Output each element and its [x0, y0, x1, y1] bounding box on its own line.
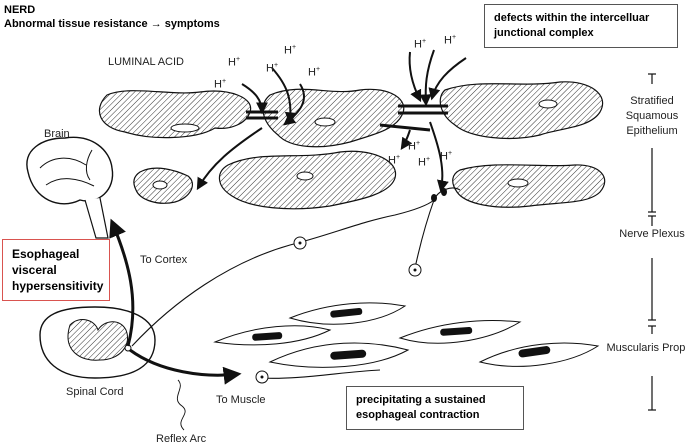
epithelial-cell: [262, 88, 405, 148]
afferent-to-cortex: [109, 218, 135, 347]
epithelial-cells: [98, 81, 606, 210]
hydrogen-ion: H+: [284, 44, 297, 57]
muscularis-layer-label: Muscularis Propria: [606, 342, 685, 354]
hydrogen-ion: H+: [440, 150, 453, 163]
reflex-arc-label: Reflex Arc: [156, 433, 207, 445]
nucleus: [152, 180, 168, 190]
visceral-hypersensitivity-box: Esophageal visceral hypersensitivity: [2, 239, 110, 301]
diagram-subtitle: Abnormal tissue resistance → symptoms: [4, 18, 220, 30]
neurons: [255, 188, 447, 384]
hydrogen-ion: H+: [388, 154, 401, 167]
brain-illustration: [26, 136, 114, 239]
epithelial-cell: [98, 90, 252, 139]
layer-brackets: [648, 73, 656, 411]
acid-flux-arrows: [196, 49, 467, 193]
nerve-plexus-layer-label: Nerve Plexus: [619, 228, 685, 240]
muscle-cells: [213, 302, 600, 368]
hydrogen-ion: H+: [308, 66, 321, 79]
nucleus: [296, 171, 314, 181]
acid-arrow: [408, 51, 422, 103]
sensory-fiber-branch: [414, 187, 461, 269]
acid-arrow: [400, 129, 413, 150]
sustained-contraction-box: precipitating a sustained esophageal con…: [346, 386, 524, 430]
epithelium-layer-label: Stratified Squamous Epithelium: [625, 95, 679, 137]
acid-arrow: [419, 49, 435, 107]
acid-arrow: [196, 127, 263, 191]
hydrogen-ion: H+: [444, 34, 457, 47]
epithelial-cell: [452, 164, 606, 208]
motor-fiber: [259, 369, 381, 379]
nucleus: [507, 178, 529, 188]
hydrogen-ion: H+: [414, 38, 427, 51]
reflex-line: [176, 379, 186, 431]
to-cortex-label: To Cortex: [140, 254, 188, 266]
hydrogen-ion: H+: [266, 62, 279, 75]
hydrogen-ion: H+: [408, 140, 421, 153]
nucleus: [170, 123, 200, 133]
hydrogen-ion: H+: [228, 56, 241, 69]
epithelial-cell: [439, 81, 604, 139]
acid-arrow: [428, 57, 467, 101]
diagram-title: NERD: [4, 4, 36, 16]
nucleus: [538, 99, 558, 109]
acid-arrow: [429, 121, 449, 193]
spinal-cord-illustration: [39, 306, 156, 379]
nerve-pathways: [109, 187, 461, 431]
junction-defects-box: defects within the intercelluar junction…: [484, 4, 678, 48]
to-muscle-label: To Muscle: [216, 394, 266, 406]
efferent-to-muscle: [129, 348, 242, 385]
brain-label: Brain: [44, 128, 70, 140]
sensory-fiber: [131, 199, 435, 347]
acid-arrow: [283, 83, 305, 126]
nucleus: [314, 117, 336, 127]
hydrogen-ion: H+: [214, 78, 227, 91]
spinal-cord-label: Spinal Cord: [66, 386, 124, 398]
acid-arrow: [241, 83, 268, 115]
hydrogen-ion: H+: [418, 156, 431, 169]
luminal-acid-label: LUMINAL ACID: [108, 56, 185, 68]
cell-nuclei: [152, 99, 558, 190]
